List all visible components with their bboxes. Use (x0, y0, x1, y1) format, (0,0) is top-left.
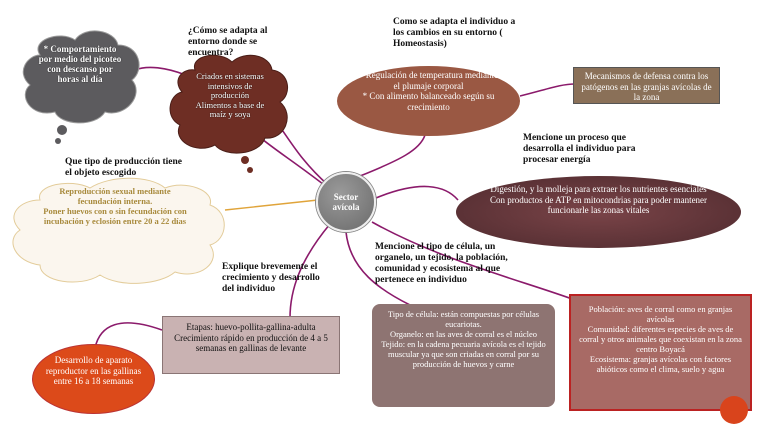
environment-item-2: Alimentos a base de maíz y soya (195, 99, 265, 119)
production-item-1: Reproducción sexual mediante fecundación… (59, 186, 171, 206)
question-cell: Mencione el tipo de célula, un organelo,… (375, 242, 508, 285)
development-text: Desarrollo de aparato reproductor en las… (45, 355, 142, 386)
environment-bubble-shape (169, 54, 288, 173)
connector-homeostasis (359, 134, 426, 177)
environment-item-1: Criados en sistemas intensivos de produc… (196, 71, 264, 100)
question-energy: Mencione un proceso que desarrolla el in… (523, 133, 636, 165)
homeostasis-node: * Regulación de temperatura mediante el … (337, 66, 520, 136)
connector-production (224, 199, 319, 211)
defense-text: Mecanismos de defensa contra los patógen… (581, 71, 712, 102)
population-node: Población: aves de corral como en granja… (569, 294, 752, 411)
cell-item-1: Tipo de célula: están compuestas por cél… (387, 309, 540, 329)
corner-decoration (720, 396, 748, 424)
center-label: Sector avícola (332, 192, 360, 212)
production-cloud-shape (12, 177, 225, 284)
homeostasis-item-1: * Regulación de temperatura mediante el … (359, 70, 498, 91)
center-node: Sector avícola (316, 172, 376, 232)
question-growth: Explique brevemente el crecimiento y des… (222, 262, 320, 294)
production-item-2: Poner huevos con o sin fecundación con i… (43, 206, 187, 226)
cell-item-2: Organelo: en las aves de corral es el nú… (389, 329, 538, 339)
defense-node: Mecanismos de defensa contra los patógen… (573, 67, 720, 104)
behavior-text: * Comportamiento por medio del picoteo c… (38, 44, 122, 84)
connector-development (94, 322, 163, 349)
behavior-node: * Comportamiento por medio del picoteo c… (38, 44, 122, 84)
connector-cell (345, 231, 411, 306)
stages-node: Etapas: huevo-pollita-gallina-adulta Cre… (162, 316, 340, 374)
question-production: Que tipo de producción tiene el objeto e… (65, 157, 182, 178)
environment-node: Criados en sistemas intensivos de produc… (188, 71, 272, 120)
stages-item-2: Crecimiento rápido en producción de 4 a … (174, 332, 328, 354)
connector-stages (289, 223, 331, 319)
homeostasis-item-2: * Con alimento balanceado según su creci… (362, 91, 495, 112)
connector-defense (519, 83, 576, 97)
development-node: Desarrollo de aparato reproductor en las… (32, 344, 155, 414)
energy-item-1: Digestión, y la molleja para extraer los… (490, 184, 707, 194)
cell-item-3: Tejido: en la cadena pecuaria avícola es… (381, 339, 546, 369)
connector-population (371, 221, 576, 301)
energy-item-2: Con productos de ATP en mitocondrias par… (489, 194, 708, 216)
population-item-3: Ecosistema: granjas avícolas con factore… (589, 354, 732, 374)
population-item-1: Población: aves de corral como en granja… (588, 304, 733, 324)
connector-energy (375, 185, 459, 201)
stages-item-1: Etapas: huevo-pollita-gallina-adulta (186, 322, 316, 332)
production-node: Reproducción sexual mediante fecundación… (40, 186, 190, 226)
cell-node: Tipo de célula: están compuestas por cél… (372, 304, 555, 407)
behavior-bubble-shape (22, 30, 140, 144)
population-item-2: Comunidad: diferentes especies de aves d… (579, 324, 742, 354)
question-adapt-environment: ¿Cómo se adapta al entorno donde se encu… (188, 26, 268, 58)
question-homeostasis: Como se adapta el individuo a los cambio… (393, 17, 516, 49)
energy-node: Digestión, y la molleja para extraer los… (456, 176, 741, 248)
